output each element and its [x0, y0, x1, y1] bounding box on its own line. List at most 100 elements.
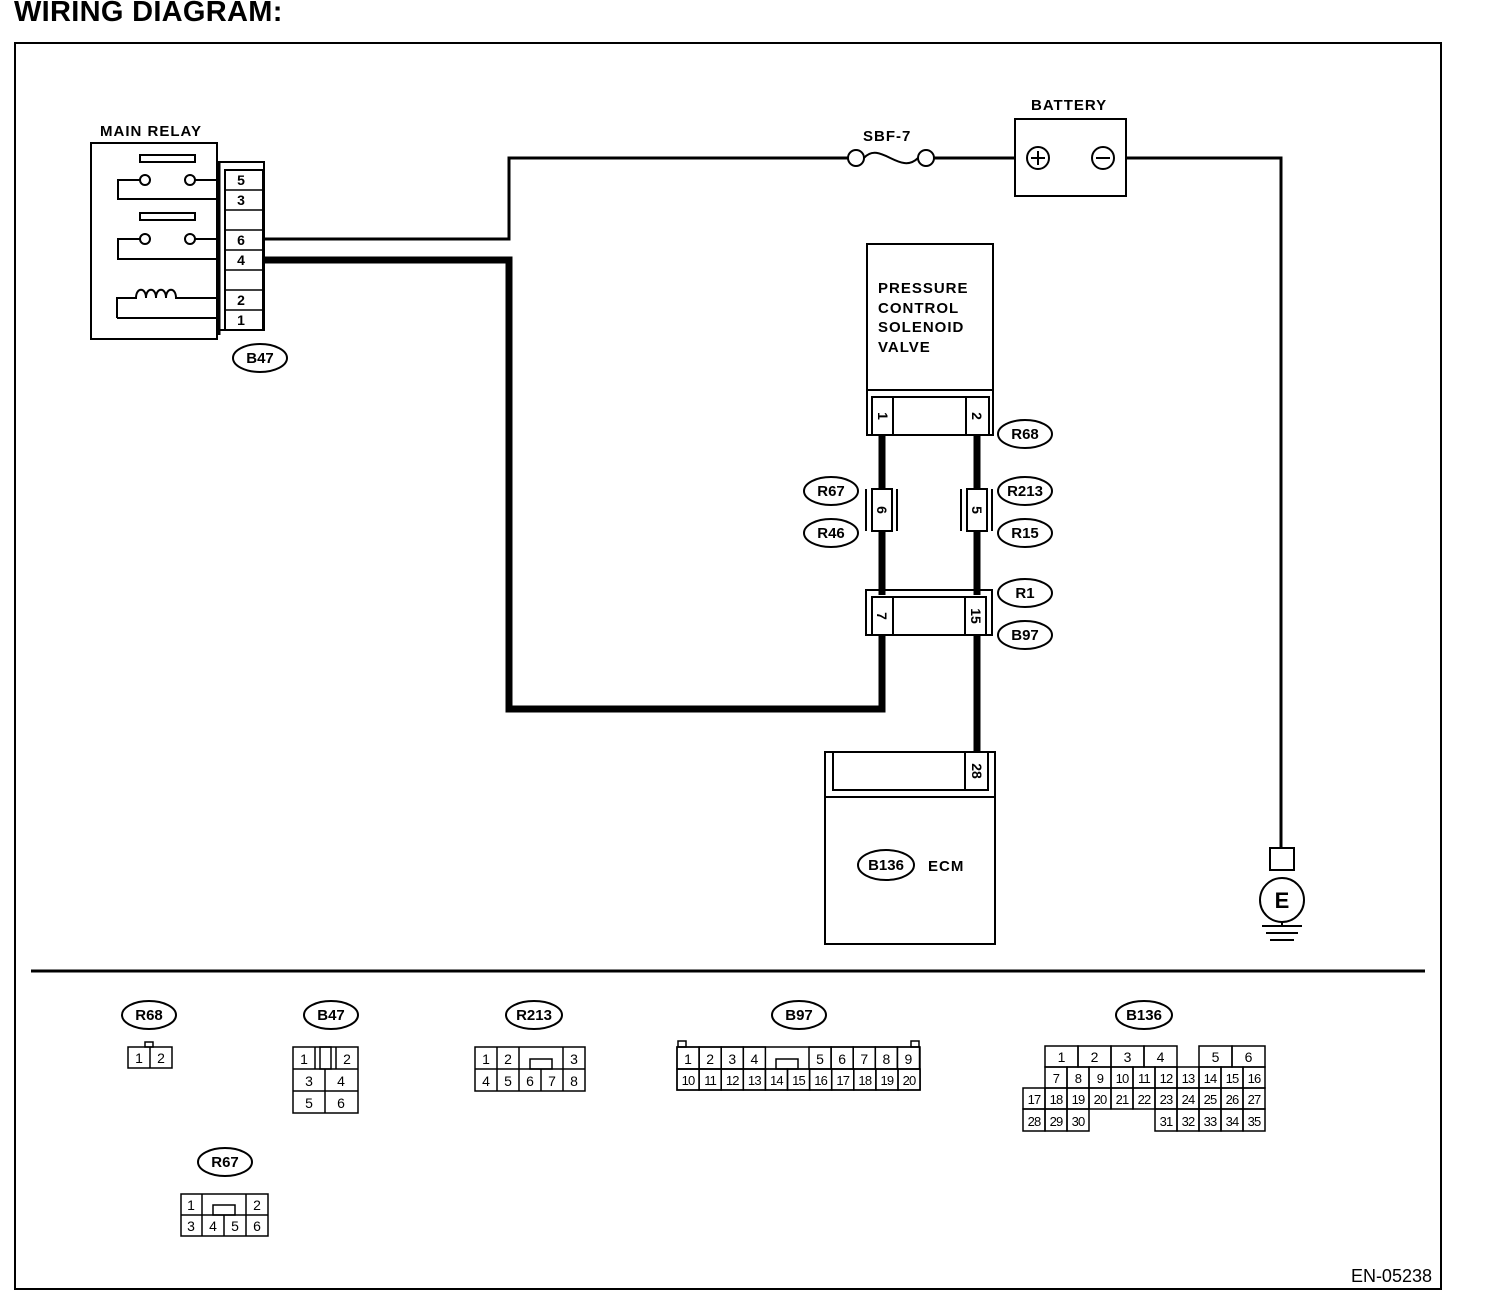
connector-tag-r1: R1 — [997, 578, 1053, 608]
legend-pin-label: 13 — [1182, 1071, 1195, 1086]
svg-text:3: 3 — [570, 1051, 578, 1067]
svg-text:6: 6 — [337, 1095, 345, 1111]
svg-text:ECM: ECM — [928, 858, 964, 875]
svg-text:5: 5 — [305, 1095, 313, 1111]
legend-pin-label: 19 — [881, 1073, 894, 1088]
legend-pin-label: 4 — [750, 1051, 758, 1067]
legend-pin-label: 10 — [1116, 1071, 1129, 1086]
svg-text:BATTERY: BATTERY — [1031, 97, 1107, 114]
legend-pin-label: 5 — [816, 1051, 824, 1067]
svg-text:R67: R67 — [817, 483, 845, 500]
legend-pin-label: 27 — [1248, 1092, 1261, 1107]
legend-pin-label: 7 — [1053, 1071, 1060, 1086]
svg-text:5: 5 — [231, 1218, 239, 1234]
legend-pin-label: 4 — [1157, 1049, 1165, 1065]
svg-text:R213: R213 — [1007, 483, 1043, 500]
connector-tag-r68: R68 — [997, 419, 1053, 449]
legend-pin-label: 23 — [1160, 1092, 1173, 1107]
svg-text:6: 6 — [253, 1218, 261, 1234]
legend-pin-label: 11 — [704, 1073, 716, 1088]
legend-pin-label: 14 — [770, 1073, 783, 1088]
svg-text:R213: R213 — [516, 1007, 552, 1024]
legend-pin-label: 20 — [903, 1073, 916, 1088]
legend-b47: B47 1 2 3 4 5 6 — [292, 1000, 359, 1114]
ecm: 28 ECM — [824, 751, 996, 945]
legend-pin-label: 30 — [1072, 1114, 1085, 1129]
legend-pin-label: 32 — [1182, 1114, 1195, 1129]
legend-pin-label: 2 — [706, 1051, 714, 1067]
legend-pin-label: 6 — [1245, 1049, 1253, 1065]
ground-symbol: E — [1259, 847, 1305, 941]
relay-pin: 1 — [237, 312, 245, 328]
legend-pin-label: 17 — [836, 1073, 849, 1088]
svg-text:4: 4 — [482, 1073, 490, 1089]
legend-r213: R213 1 2 3 4 5 6 7 8 — [474, 1000, 586, 1092]
battery: BATTERY — [1014, 97, 1127, 197]
legend-pin-label: 31 — [1160, 1114, 1173, 1129]
svg-text:7: 7 — [874, 612, 890, 620]
wire-relay6-to-fuse — [264, 156, 848, 241]
joint-connector-r213-r15: 5 — [960, 488, 993, 532]
svg-text:SOLENOID: SOLENOID — [878, 319, 964, 336]
svg-text:PRESSURE: PRESSURE — [878, 280, 969, 297]
svg-text:2: 2 — [343, 1051, 351, 1067]
svg-text:SBF-7: SBF-7 — [863, 128, 911, 145]
pressure-control-solenoid-valve: PRESSURE CONTROL SOLENOID VALVE 1 2 — [866, 243, 994, 436]
svg-text:E: E — [1275, 888, 1290, 913]
figure-id: EN-05238 — [1351, 1266, 1432, 1286]
legend-pin-label: 9 — [1097, 1071, 1104, 1086]
svg-text:6: 6 — [874, 506, 890, 514]
svg-text:1: 1 — [482, 1051, 490, 1067]
svg-text:2: 2 — [504, 1051, 512, 1067]
connector-tag-r67: R67 — [803, 476, 859, 506]
wire-battery-to-ground — [1103, 156, 1283, 848]
svg-text:R15: R15 — [1011, 525, 1039, 542]
legend-pin-label: 1 — [684, 1051, 692, 1067]
pcsv-terminal: 2 — [969, 412, 985, 420]
legend-pin-label: 21 — [1116, 1092, 1129, 1107]
page-title: WIRING DIAGRAM: — [14, 0, 283, 28]
legend-r67: R67 1 2 3 4 5 6 — [180, 1147, 269, 1237]
connector-tag-b47: B47 — [232, 343, 288, 373]
legend-pin-label: 22 — [1138, 1092, 1151, 1107]
legend-pin-label: 10 — [682, 1073, 695, 1088]
legend-pin-label: 17 — [1028, 1092, 1041, 1107]
legend-pin-label: 11 — [1138, 1071, 1150, 1086]
legend-pin-label: 15 — [792, 1073, 805, 1088]
relay-pin: 3 — [237, 192, 245, 208]
legend-pin-label: 1 — [1058, 1049, 1066, 1065]
legend-pin-label: 3 — [1124, 1049, 1132, 1065]
legend-pin-label: 8 — [1075, 1071, 1082, 1086]
legend-pin-label: 28 — [1028, 1114, 1041, 1129]
svg-text:4: 4 — [337, 1073, 345, 1089]
legend-pin-label: 12 — [1160, 1071, 1173, 1086]
connector-tag-r15: R15 — [997, 518, 1053, 548]
svg-text:5: 5 — [504, 1073, 512, 1089]
svg-text:R67: R67 — [211, 1154, 239, 1171]
svg-text:3: 3 — [305, 1073, 313, 1089]
svg-text:8: 8 — [570, 1073, 578, 1089]
legend-pin-label: 18 — [1050, 1092, 1063, 1107]
connector-tag-b136: B136 — [857, 849, 915, 881]
legend-r68: R68 1 2 — [121, 1000, 177, 1069]
legend-pin-label: 2 — [1091, 1049, 1099, 1065]
svg-text:B97: B97 — [1011, 627, 1039, 644]
legend-pin-label: 25 — [1204, 1092, 1217, 1107]
svg-text:B47: B47 — [317, 1007, 345, 1024]
legend-pin-label: 26 — [1226, 1092, 1239, 1107]
legend-pin-label: 15 — [1226, 1071, 1239, 1086]
svg-text:6: 6 — [526, 1073, 534, 1089]
legend-pin-label: 34 — [1226, 1114, 1239, 1129]
legend-pin-label: 18 — [858, 1073, 871, 1088]
joint-connector-r67-r46: 6 — [865, 488, 898, 532]
legend-pin-label: 33 — [1204, 1114, 1217, 1129]
legend-pin-label: 16 — [1248, 1071, 1261, 1086]
wire-relay4-to-r1-7 — [264, 256, 886, 713]
legend-pin-label: 3 — [728, 1051, 736, 1067]
svg-text:B136: B136 — [1126, 1007, 1162, 1024]
pcsv-terminal: 1 — [875, 412, 891, 420]
legend-pin-label: 24 — [1182, 1092, 1195, 1107]
